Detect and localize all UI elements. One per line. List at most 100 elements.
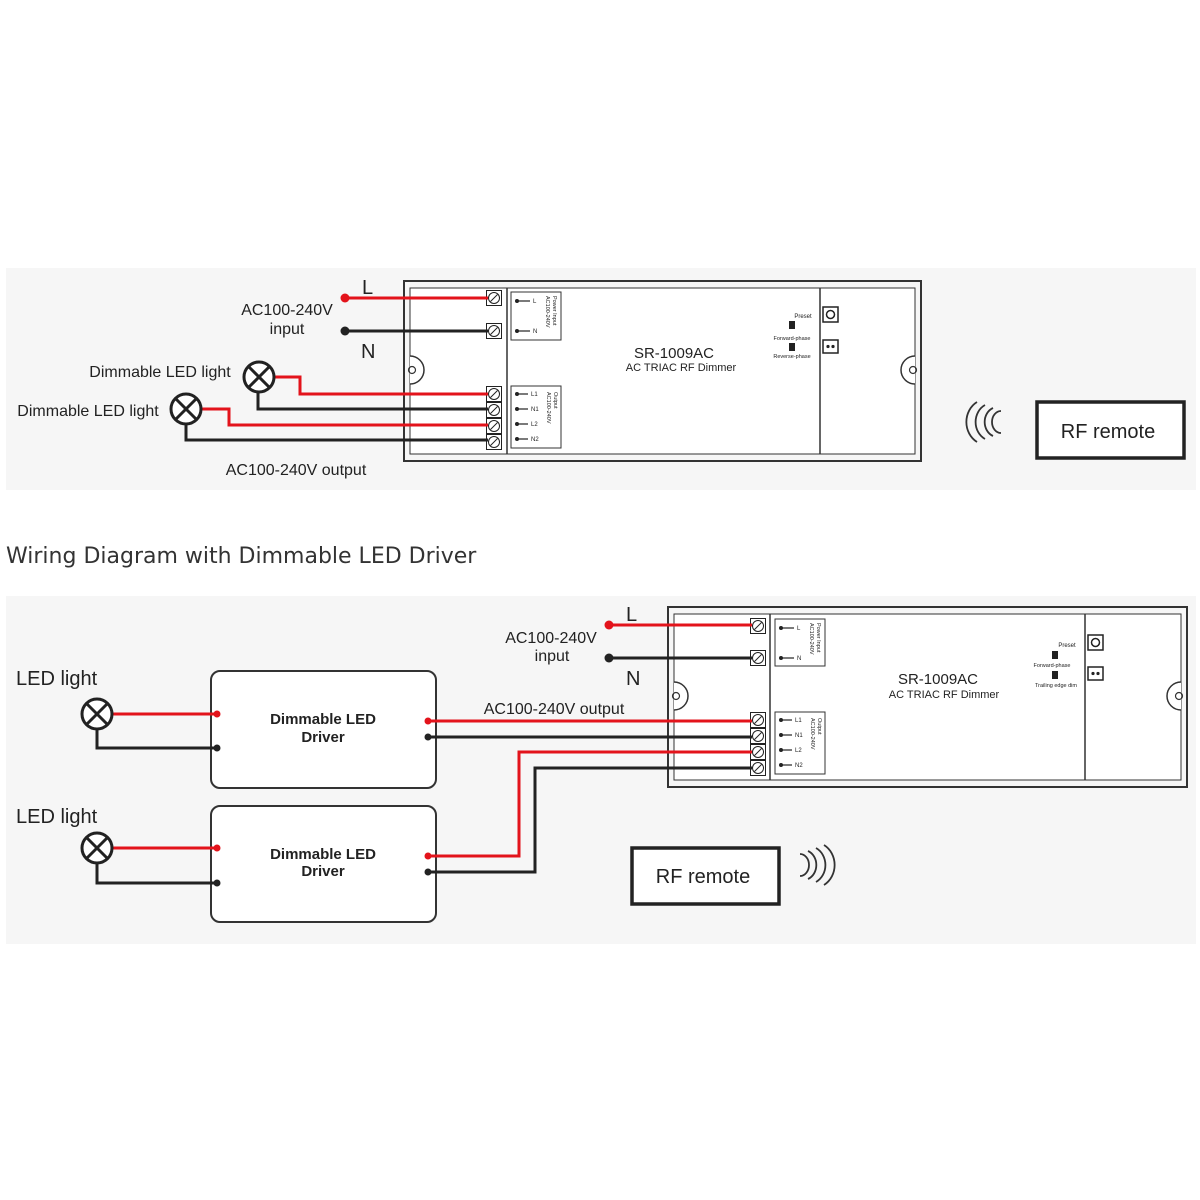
- lamp-icon-2: [80, 831, 114, 865]
- preset-label: Preset: [1058, 643, 1076, 649]
- rf-remote-box: [630, 846, 781, 906]
- lamp-icon-1: [242, 360, 276, 394]
- terminal-screw-N1: [486, 402, 502, 418]
- terminal-screw-L: [750, 618, 766, 634]
- dip-switch-1: [789, 321, 795, 329]
- dimmer-device-2: L N Power Input AC100-240V L1 N1 L2 N2 O…: [667, 606, 1188, 788]
- output-terminal-block: [510, 385, 562, 449]
- input-L-dot: [604, 620, 614, 630]
- input-block-voltage: AC100-240V: [544, 296, 550, 328]
- diagram1: L N Power Input AC100-240V L1 N1 L2 N2 O…: [17, 277, 1186, 479]
- driver1-label-line1: Dimmable LED: [270, 711, 376, 728]
- mount-hole-right: [908, 365, 918, 375]
- driver1-label-line2: Driver: [301, 729, 345, 746]
- led-driver-1: [210, 670, 437, 789]
- mount-tab-right: [900, 355, 916, 385]
- mount-hole-left: [671, 691, 681, 701]
- section-heading: Wiring Diagram with Dimmable LED Driver: [6, 544, 477, 569]
- device-subtitle: AC TRIAC RF Dimmer: [889, 689, 1000, 701]
- driver2-label-line2: Driver: [301, 863, 345, 880]
- terminal-screw-L2: [750, 744, 766, 760]
- label-N: N: [626, 668, 640, 690]
- mount-tab-left: [673, 681, 689, 711]
- output-label: AC100-240V output: [484, 701, 625, 718]
- dimmer-device-1: L N Power Input AC100-240V L1 N1 L2 N2 O…: [403, 280, 922, 462]
- output-pin-L2: L2: [531, 422, 538, 428]
- light-label-2: Dimmable LED light: [17, 403, 159, 420]
- label-L: L: [626, 604, 637, 626]
- rf-remote-box: [1035, 400, 1186, 460]
- device-housing-outer: [667, 606, 1188, 788]
- output-pin-N1: N1: [531, 407, 539, 413]
- terminal-screw-L: [486, 290, 502, 306]
- dip-switch-2: [789, 343, 795, 351]
- input-pin-N: N: [797, 656, 801, 662]
- output-pin-L2: L2: [795, 748, 802, 754]
- led-indicator: [1087, 666, 1104, 681]
- led1-neutral-wire: [95, 728, 217, 750]
- lamp-icon-1: [80, 697, 114, 731]
- output-pin-N1: N1: [795, 733, 803, 739]
- output-terminal-block: [774, 711, 826, 775]
- input-N-dot: [340, 326, 350, 336]
- input-pin-L: L: [533, 299, 537, 305]
- output-label: AC100-240V output: [226, 462, 367, 479]
- device-housing-outer: [403, 280, 922, 462]
- rf-signal-icon: [799, 844, 836, 886]
- terminal-screw-N2: [486, 434, 502, 450]
- output-pin-N2: N2: [531, 437, 539, 443]
- reverse-phase-label: Reverse-phase: [773, 354, 810, 360]
- output-N2-wire: [428, 766, 752, 874]
- input-label-line2: input: [535, 648, 570, 665]
- device-subtitle: AC TRIAC RF Dimmer: [626, 362, 737, 374]
- label-L: L: [362, 277, 373, 299]
- output-L1-wire: [270, 375, 488, 396]
- output-block-title: Output: [816, 718, 822, 735]
- terminal-screw-N2: [750, 760, 766, 776]
- output-N2-wire: [184, 423, 488, 442]
- diagram2: L N Power Input AC100-240V L1 N1 L2 N2 O…: [16, 604, 1188, 923]
- input-N-dot: [604, 653, 614, 663]
- rf-remote-label: RF remote: [1061, 421, 1155, 443]
- mount-hole-left: [407, 365, 417, 375]
- light-label-1: Dimmable LED light: [89, 364, 231, 381]
- driver2-label-line1: Dimmable LED: [270, 846, 376, 863]
- device-model: SR-1009AC: [634, 345, 714, 362]
- output-block-title: Output: [552, 392, 558, 409]
- terminal-screw-L2: [486, 418, 502, 434]
- dip-switch-2: [1052, 671, 1058, 679]
- led-label-2: LED light: [16, 806, 98, 828]
- terminal-screw-N: [750, 650, 766, 666]
- output-L2-wire: [428, 750, 752, 858]
- mount-hole-right: [1174, 691, 1184, 701]
- forward-phase-label: Forward-phase: [774, 336, 811, 342]
- input-block-title: Power Input: [815, 623, 821, 653]
- led2-neutral-wire: [95, 862, 217, 885]
- terminal-screw-N1: [750, 728, 766, 744]
- input-L-dot: [340, 293, 350, 303]
- led-driver-2: [210, 805, 437, 923]
- dip-switch-1: [1052, 651, 1058, 659]
- output-N1-wire: [256, 390, 488, 411]
- rf-signal-icon: [965, 401, 1002, 443]
- output-pin-L1: L1: [531, 392, 538, 398]
- input-pin-N: N: [533, 329, 537, 335]
- rf-remote-label: RF remote: [656, 866, 750, 888]
- trailing-edge-label: Trailing edge dim: [1035, 683, 1077, 689]
- output-block-voltage: AC100-240V: [809, 718, 815, 750]
- input-block-voltage: AC100-240V: [808, 623, 814, 655]
- preset-label: Preset: [794, 314, 812, 320]
- mount-tab-left: [409, 355, 425, 385]
- terminal-screw-L1: [750, 712, 766, 728]
- led-label-1: LED light: [16, 668, 98, 690]
- output-block-voltage: AC100-240V: [545, 392, 551, 424]
- input-terminal-block: [510, 291, 562, 341]
- output-L2-wire: [201, 407, 488, 427]
- output-pin-L1: L1: [795, 718, 802, 724]
- input-block-title: Power Input: [551, 296, 557, 326]
- led-indicator: [822, 339, 839, 354]
- lamp-icon-2: [169, 392, 203, 426]
- input-label-line1: AC100-240V: [505, 630, 597, 647]
